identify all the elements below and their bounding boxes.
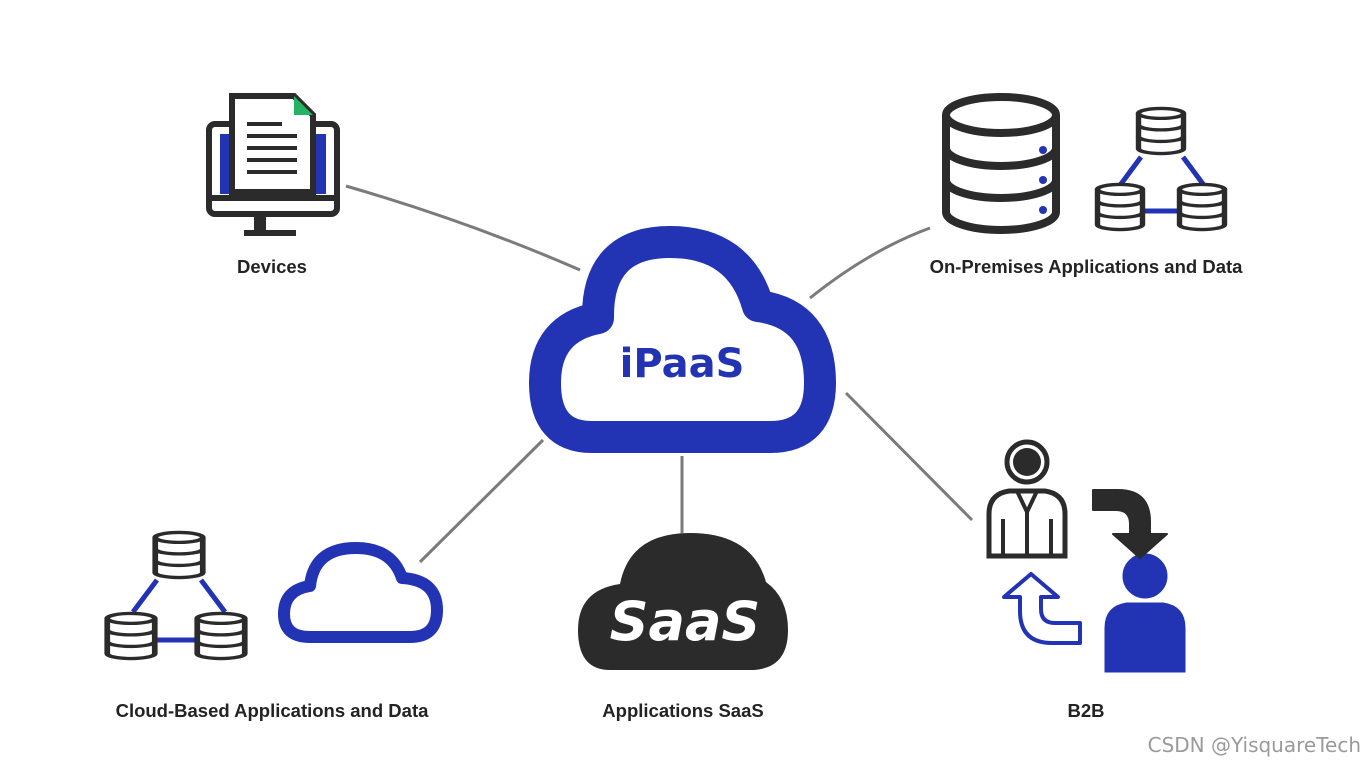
connector-devices: [345, 184, 581, 272]
cloud-outline-icon: [278, 542, 443, 643]
person-icon: [1107, 556, 1183, 670]
database-icon: [942, 93, 1060, 234]
hub-label: iPaaS: [620, 341, 745, 387]
connectors: [345, 184, 974, 564]
saas-icon-text: SaaS: [610, 590, 761, 653]
cycle-arrows-icon: [1002, 489, 1168, 645]
cloud-based-label: Cloud-Based Applications and Data: [116, 700, 430, 721]
connector-on-premises: [809, 226, 931, 300]
b2b-label: B2B: [1067, 700, 1104, 721]
person-icon: [989, 442, 1065, 556]
database-network-icon: [107, 532, 245, 658]
watermark-text: CSDN @YisquareTech: [1148, 733, 1361, 757]
on-premises-label: On-Premises Applications and Data: [930, 256, 1244, 277]
connector-b2b: [844, 391, 974, 522]
monitor-document-icon: [206, 93, 340, 236]
connector-cloud-based: [418, 438, 545, 564]
ipaas-cloud-icon: iPaaS: [529, 226, 836, 453]
database-network-icon: [1098, 108, 1225, 229]
saas-cloud-icon: SaaS: [578, 533, 788, 670]
devices-label: Devices: [237, 256, 307, 277]
saas-label: Applications SaaS: [602, 700, 763, 721]
